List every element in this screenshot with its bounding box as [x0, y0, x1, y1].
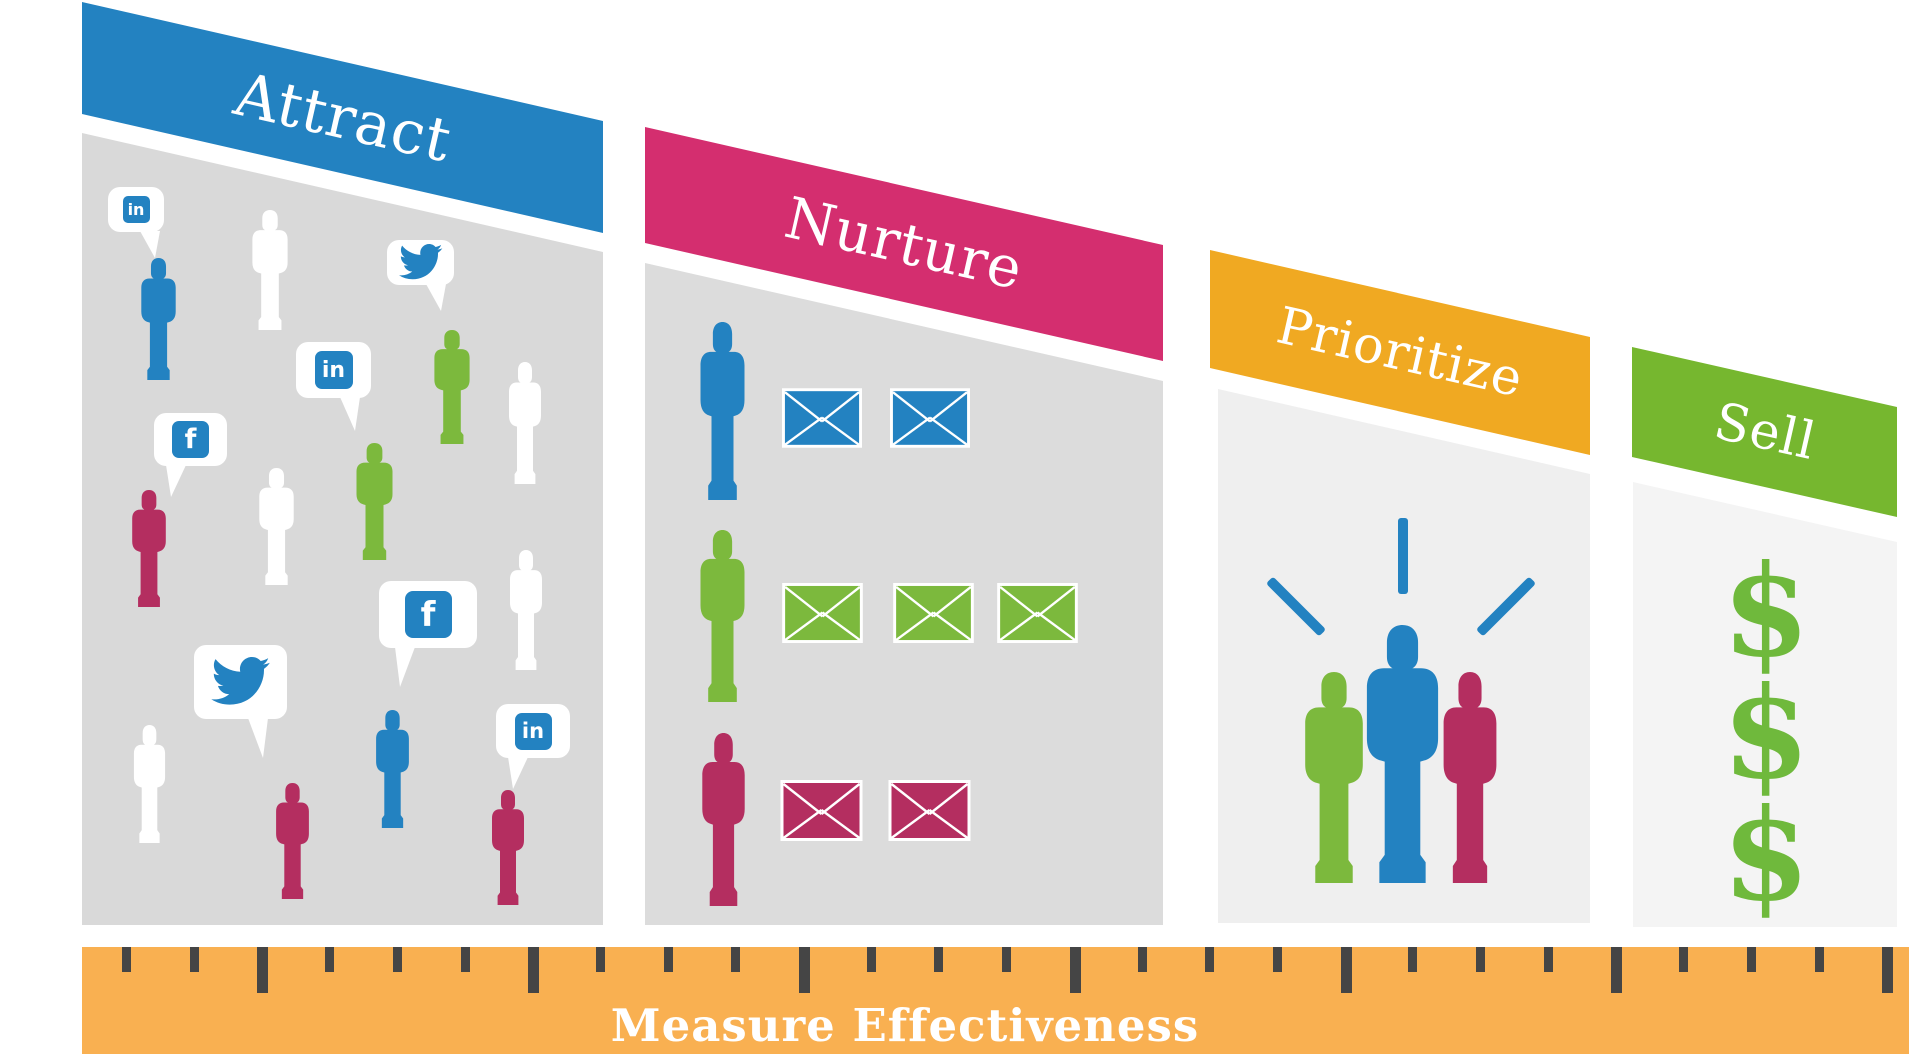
- bubble-tail: [248, 717, 268, 758]
- envelope-icon: [780, 780, 863, 841]
- envelope-icon: [890, 388, 970, 448]
- person-figure-blue: [1358, 625, 1447, 883]
- measure-ruler: Measure Effectiveness: [82, 947, 1909, 1054]
- bubble-tail: [395, 646, 415, 687]
- person-figure-crimson: [272, 783, 313, 899]
- ruler-tick: [1138, 947, 1147, 972]
- person-figure-blue: [137, 258, 180, 380]
- facebook-icon: f: [172, 421, 209, 458]
- banner-label-prioritize: Prioritize: [1271, 296, 1529, 409]
- speech-bubble: f: [154, 413, 227, 497]
- person-figure-green: [352, 443, 397, 560]
- speech-bubble: [194, 645, 287, 758]
- speech-bubble: in: [296, 342, 371, 431]
- bubble-tail: [340, 396, 360, 431]
- ruler-tick: [1476, 947, 1485, 972]
- bubble-tail: [426, 284, 446, 312]
- person-figure-green: [430, 330, 474, 444]
- banner-label-attract: Attract: [227, 59, 458, 176]
- ruler-tick: [1205, 947, 1214, 972]
- bubble-tail: [166, 464, 186, 497]
- ruler-tick: [1611, 947, 1622, 993]
- ruler-tick: [1002, 947, 1011, 972]
- person-figure-blue: [695, 322, 750, 500]
- person-figure-white: [505, 362, 545, 484]
- person-figure-white: [130, 725, 169, 843]
- linkedin-icon: in: [514, 712, 552, 750]
- linkedin-icon: in: [122, 196, 150, 223]
- envelope-icon: [782, 388, 862, 448]
- person-figure-white: [255, 468, 298, 585]
- panel-attract: [82, 133, 603, 925]
- spotlight-ray: [1398, 518, 1408, 594]
- facebook-icon: f: [404, 591, 452, 638]
- ruler-label: Measure Effectiveness: [610, 999, 1200, 1052]
- ruler-tick: [257, 947, 268, 993]
- ruler-tick: [1273, 947, 1282, 972]
- ruler-tick: [325, 947, 334, 972]
- banner-label-nurture: Nurture: [778, 185, 1030, 303]
- ruler-tick: [122, 947, 131, 972]
- panel-sell: [1633, 482, 1897, 927]
- ruler-tick: [596, 947, 605, 972]
- person-figure-green: [695, 530, 750, 702]
- bubble-tail: [140, 231, 160, 259]
- speech-bubble: f: [379, 581, 477, 687]
- speech-bubble: in: [108, 187, 164, 259]
- person-figure-crimson: [488, 790, 528, 905]
- envelope-icon: [893, 583, 974, 643]
- ruler-tick: [1341, 947, 1352, 993]
- envelope-icon: [997, 583, 1078, 643]
- person-figure-crimson: [697, 733, 750, 906]
- ruler-tick: [867, 947, 876, 972]
- ruler-tick: [731, 947, 740, 972]
- ruler-tick: [461, 947, 470, 972]
- ruler-tick: [393, 947, 402, 972]
- person-figure-blue: [372, 710, 413, 828]
- ruler-tick: [664, 947, 673, 972]
- ruler-tick: [1815, 947, 1824, 972]
- ruler-tick: [1408, 947, 1417, 972]
- twitter-icon: [398, 244, 444, 281]
- person-figure-crimson: [128, 490, 170, 607]
- ruler-tick: [1070, 947, 1081, 993]
- banner-label-sell: Sell: [1708, 391, 1821, 473]
- envelope-icon: [782, 583, 863, 643]
- person-figure-white: [506, 550, 546, 670]
- dollar-sign: $: [1722, 659, 1810, 807]
- speech-bubble: in: [496, 704, 570, 789]
- bubble-tail: [508, 756, 528, 789]
- speech-bubble: [387, 240, 454, 312]
- twitter-icon: [210, 657, 272, 707]
- envelope-icon: [888, 780, 971, 841]
- ruler-tick: [1679, 947, 1688, 972]
- ruler-tick: [934, 947, 943, 972]
- ruler-tick: [1544, 947, 1553, 972]
- dollar-sign: $: [1722, 537, 1810, 685]
- ruler-tick: [1747, 947, 1756, 972]
- dollar-sign: $: [1722, 781, 1810, 929]
- ruler-tick: [799, 947, 810, 993]
- ruler-tick: [1882, 947, 1893, 993]
- person-figure-white: [248, 210, 292, 330]
- ruler-tick: [190, 947, 199, 972]
- ruler-tick: [528, 947, 539, 993]
- linkedin-icon: in: [314, 351, 353, 389]
